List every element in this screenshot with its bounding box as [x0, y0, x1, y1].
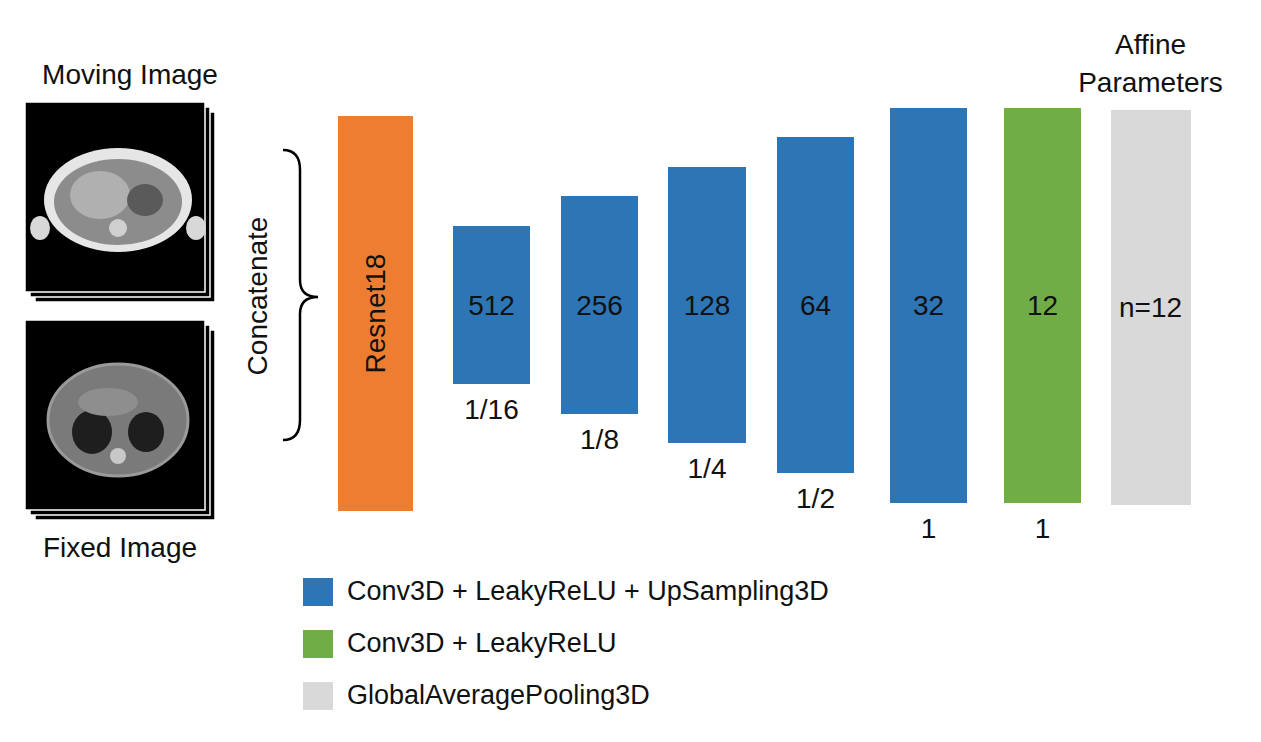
pooling-block: Affine Parametersn=12: [1111, 110, 1191, 505]
block-label: 32: [913, 288, 944, 323]
decoder-block: 321: [890, 108, 967, 503]
scale-label: 1: [1035, 511, 1051, 546]
block-label: Resnet18: [358, 254, 393, 374]
moving-image-stack: [25, 102, 215, 302]
legend-swatch: [303, 578, 333, 606]
block-label: n=12: [1119, 290, 1182, 325]
scale-label: 1/4: [688, 451, 727, 486]
fixed-image-stack: [25, 320, 215, 520]
legend-text: Conv3D + LeakyReLU + UpSampling3D: [347, 576, 829, 607]
scale-label: 1/8: [580, 422, 619, 457]
legend-swatch: [303, 682, 333, 710]
scale-label: 1/2: [796, 481, 835, 516]
legend-entry: Conv3D + LeakyReLU: [303, 628, 616, 659]
decoder-block: 5121/16: [453, 226, 530, 384]
image-label: Fixed Image: [43, 531, 197, 565]
image-label: Moving Image: [42, 58, 218, 92]
legend-text: Conv3D + LeakyReLU: [347, 628, 616, 659]
operation-label: Concatenate: [241, 217, 275, 376]
block-label: 12: [1027, 288, 1058, 323]
decoder-block: 2561/8: [561, 196, 638, 414]
concatenate-bracket: [283, 150, 318, 440]
decoder-block: 641/2: [777, 137, 854, 473]
decoder-block: 1281/4: [668, 167, 746, 443]
block-label: 64: [800, 288, 831, 323]
scale-label: 1: [921, 511, 937, 546]
backbone-box: Resnet18: [338, 116, 413, 511]
block-label: 256: [576, 288, 623, 323]
scale-label: 1/16: [464, 392, 519, 427]
block-label: 512: [468, 288, 515, 323]
block-label: 128: [684, 288, 731, 323]
legend-text: GlobalAveragePooling3D: [347, 680, 650, 711]
legend-entry: GlobalAveragePooling3D: [303, 680, 650, 711]
legend-swatch: [303, 630, 333, 658]
conv-block: 121: [1004, 108, 1081, 503]
legend-entry: Conv3D + LeakyReLU + UpSampling3D: [303, 576, 829, 607]
output-heading: Affine Parameters: [1051, 26, 1251, 102]
